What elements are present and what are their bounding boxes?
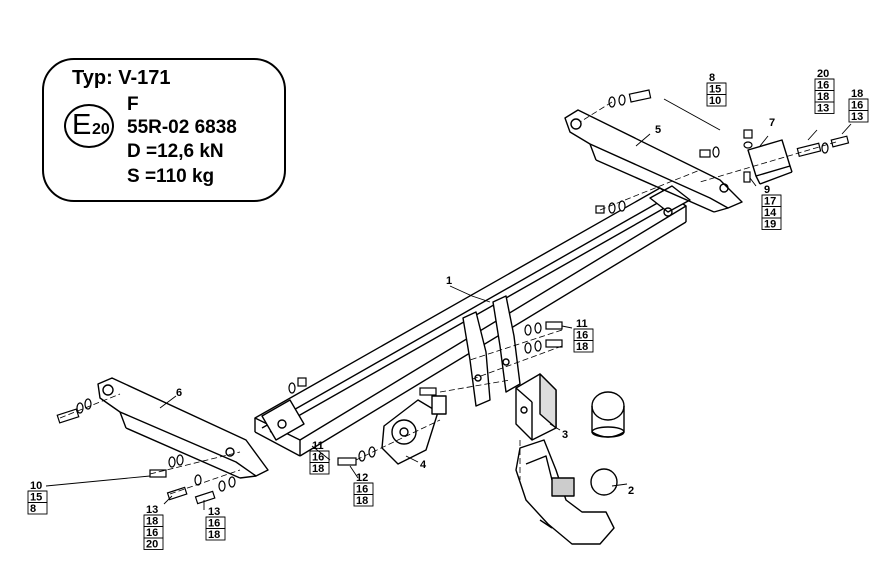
part-number: 8 (30, 503, 36, 515)
part-number: 16 (208, 518, 220, 530)
ball-cap (591, 391, 625, 438)
right-side-arm (564, 109, 743, 213)
small-bracket (747, 139, 793, 185)
part-number: 16 (356, 484, 368, 496)
part-number-box (761, 217, 782, 230)
left-side-arm (97, 377, 269, 479)
fasteners (56, 89, 850, 505)
part-number: 16 (312, 452, 324, 464)
callout-4: 4 (420, 459, 427, 471)
part-number: 10 (30, 480, 42, 492)
e-mark-letter: E (72, 109, 92, 141)
part-number: 13 (146, 504, 158, 516)
part-number: 20 (817, 68, 829, 80)
part-number: 11 (576, 318, 588, 330)
part-number-box (848, 110, 869, 123)
part-number: 16 (576, 330, 588, 342)
part-number: 15 (30, 492, 42, 504)
part-number: 8 (709, 72, 715, 84)
part-number-box (814, 101, 835, 114)
part-number: 13 (817, 103, 829, 115)
type-label: Typ: V-171 (72, 67, 171, 89)
e-mark-icon: E 20 (64, 104, 114, 148)
part-number: 13 (851, 111, 863, 123)
s-value: S =110 kg (127, 166, 215, 187)
callout-6: 6 (176, 387, 182, 399)
part-number: 12 (356, 472, 368, 484)
part-number: 16 (817, 80, 829, 92)
part-number-box (353, 494, 374, 507)
center-plates (462, 295, 521, 407)
part-number-box (143, 537, 164, 550)
part-number: 18 (208, 529, 220, 541)
part-number: 18 (146, 516, 158, 528)
d-value: D =12,6 kN (127, 141, 224, 162)
part-number: 13 (208, 506, 220, 518)
part-number-box (309, 462, 330, 475)
part-number: 11 (312, 440, 324, 452)
part-number-box (573, 340, 594, 353)
part-number: 19 (764, 219, 776, 231)
part-number: 14 (764, 207, 777, 219)
callout-1: 1 (446, 275, 452, 287)
part-number: 18 (312, 463, 324, 475)
part-number: 15 (709, 84, 721, 96)
part-number: 10 (709, 95, 721, 107)
part-number: 16 (146, 527, 158, 539)
callout-2: 2 (628, 485, 634, 497)
leader-lines (45, 98, 852, 510)
part-number: 17 (764, 196, 776, 208)
part-number: 9 (764, 184, 770, 196)
part-number-box (27, 502, 48, 515)
part-number-stacks: 8151020161813181613917141911161811161812… (27, 68, 869, 551)
ball-neck (515, 439, 618, 545)
part-number: 18 (817, 91, 829, 103)
part-number-box (706, 94, 727, 107)
part-number: 16 (851, 100, 863, 112)
approval-code: 55R-02 6838 (127, 117, 237, 138)
part-number: 20 (146, 539, 158, 551)
part-number: 18 (851, 88, 863, 100)
callout-3: 3 (562, 429, 568, 441)
part-number: 18 (576, 341, 588, 353)
socket-plate (381, 395, 447, 465)
part-number: 18 (356, 495, 368, 507)
e-mark-number: 20 (92, 121, 110, 138)
class-label: F (127, 94, 139, 115)
spec-box (42, 58, 286, 202)
ball-mount-block (515, 373, 557, 441)
assembly-axes (59, 101, 837, 495)
callout-5: 5 (655, 124, 661, 136)
part-number-box (205, 528, 226, 541)
callout-7: 7 (769, 117, 775, 129)
